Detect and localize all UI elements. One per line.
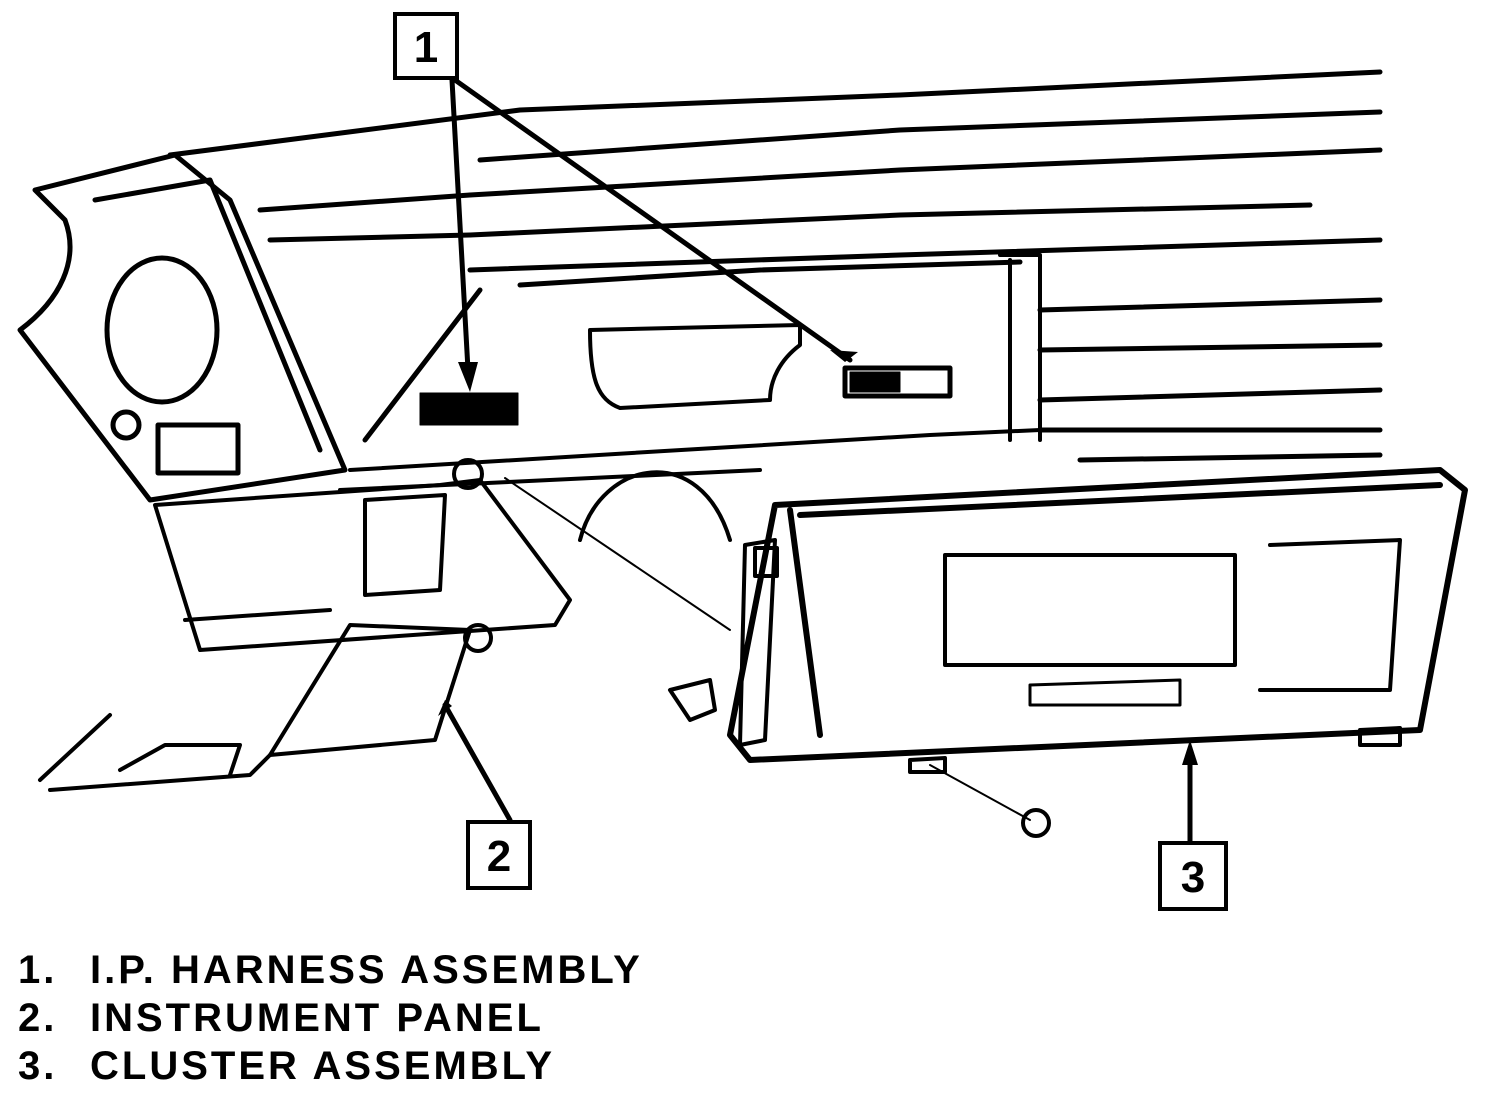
leader-lines [362,77,1193,848]
panel-frame [338,253,1042,492]
legend-item: 2. INSTRUMENT PANEL [18,996,544,1041]
left-speaker-pod [17,152,348,503]
legend-item: 1. I.P. HARNESS ASSEMBLY [18,948,643,993]
harness-connector-right [842,365,953,399]
legend-item-label: I.P. HARNESS ASSEMBLY [90,948,643,992]
callout-1: 1 [393,12,459,80]
arrowheads [438,350,1198,765]
cluster-assembly [668,467,1468,838]
legend-item-number: 2. [18,996,58,1040]
instrument-panel-lower [38,458,732,792]
harness-connector-left [419,392,519,426]
callout-2-number: 2 [487,832,511,881]
dashboard-top [167,69,1383,463]
legend-item-label: CLUSTER ASSEMBLY [90,1044,556,1088]
callout-3-number: 3 [1181,853,1205,902]
legend-item: 3. CLUSTER ASSEMBLY [18,1044,555,1089]
legend-item-number: 3. [18,1044,58,1088]
callout-1-number: 1 [414,23,438,72]
callout-2: 2 [466,820,532,890]
legend-item-label: INSTRUMENT PANEL [90,996,544,1040]
legend-item-number: 1. [18,948,58,992]
callout-3: 3 [1158,841,1228,911]
